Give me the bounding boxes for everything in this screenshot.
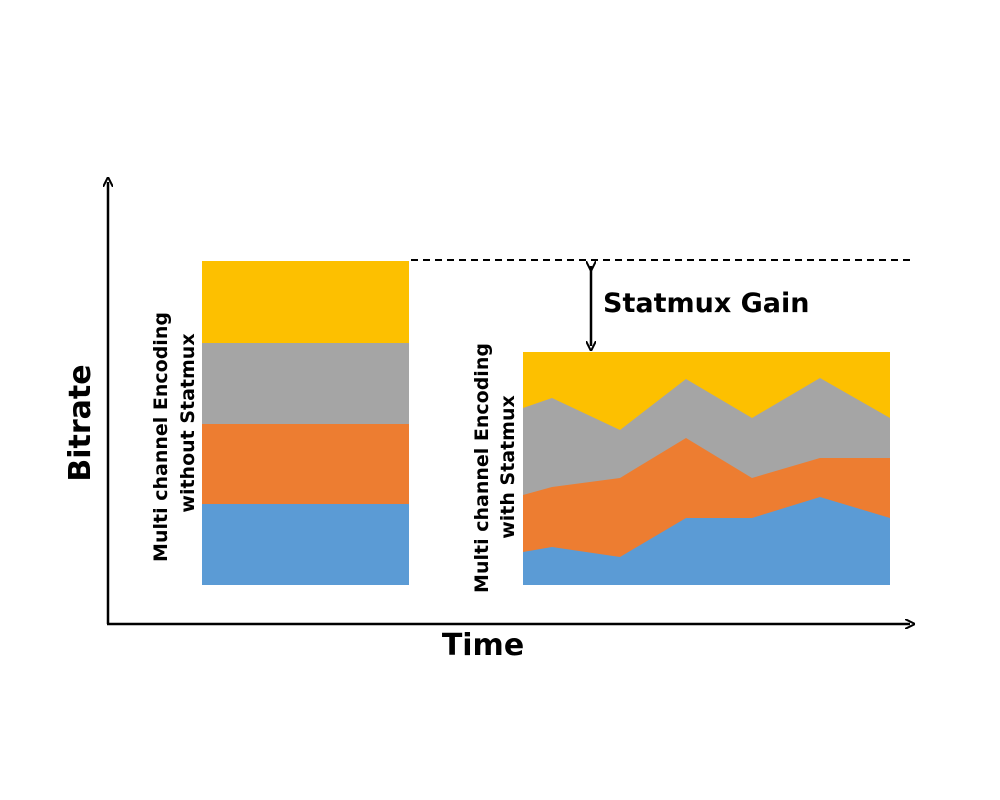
left-stacked-block: [202, 261, 409, 585]
left-layer-gray: [202, 342, 409, 424]
left-layer-orange: [202, 423, 409, 504]
left-layer-blue: [202, 503, 409, 585]
left-block-label-line2: without Statmux: [177, 333, 199, 512]
left-block-label-line1: Multi channel Encoding: [150, 312, 172, 562]
right-stacked-area-block: [523, 352, 890, 585]
right-block-label-line2: with Statmux: [497, 395, 519, 539]
x-axis-label: Time: [442, 628, 524, 663]
right-layer-blue: [523, 497, 890, 585]
statmux-gain-label: Statmux Gain: [603, 288, 810, 319]
y-axis-label: Bitrate: [63, 364, 98, 481]
left-layer-yellow: [202, 261, 409, 343]
right-block-label-line1: Multi channel Encoding: [471, 343, 493, 593]
